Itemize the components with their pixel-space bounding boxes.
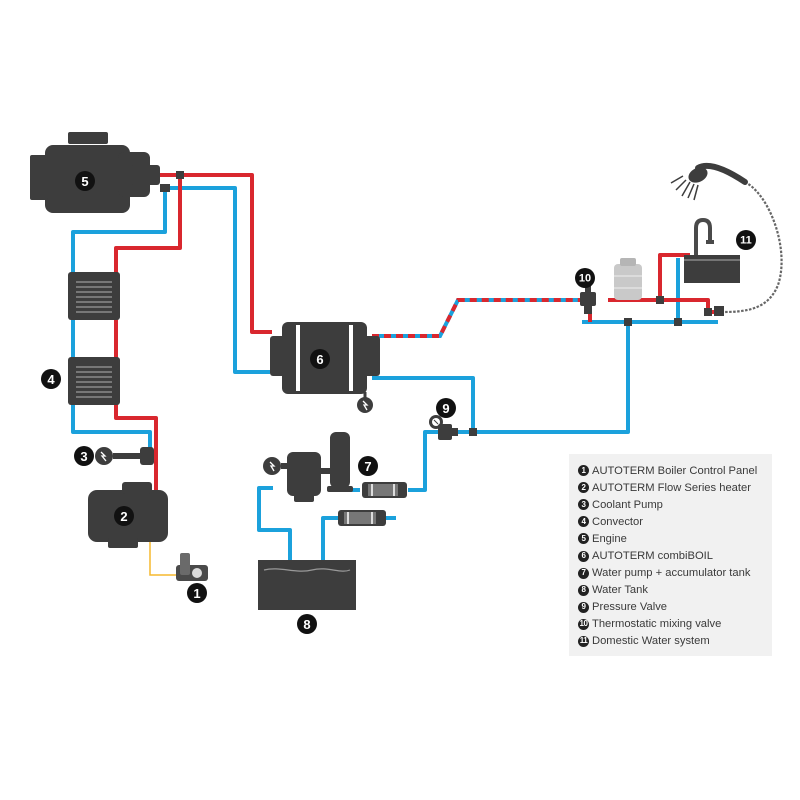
legend-item-3: 3 Coolant Pump <box>578 496 772 513</box>
badge-7: 7 <box>358 456 378 476</box>
legend-number-badge: 10 <box>578 618 589 630</box>
badge-9: 9 <box>436 398 456 418</box>
water-tank <box>258 560 356 610</box>
legend-item-5: 5 Engine <box>578 530 772 547</box>
control-cable <box>138 537 178 576</box>
legend-label: Domestic Water system <box>592 635 710 648</box>
combiboil-pump <box>357 397 373 413</box>
legend-number-badge: 9 <box>578 601 589 613</box>
svg-text:8: 8 <box>303 617 310 632</box>
legend-item-4: 4 Convector <box>578 513 772 530</box>
shower-head <box>670 162 748 201</box>
legend-label: Water pump + accumulator tank <box>592 567 751 580</box>
legend-number-badge: 2 <box>578 482 589 494</box>
svg-text:5: 5 <box>81 174 88 189</box>
legend-item-7: 7 Water pump + accumulator tank <box>578 565 772 582</box>
legend-label: AUTOTERM Boiler Control Panel <box>592 464 758 477</box>
badge-5: 5 <box>75 171 95 191</box>
legend-item-6: 6 AUTOTERM combiBOIL <box>578 547 772 564</box>
coolant-pump <box>95 447 154 465</box>
legend-number-badge: 3 <box>578 499 589 511</box>
legend-label: AUTOTERM Flow Series heater <box>592 481 751 494</box>
legend-item-1: 1 AUTOTERM Boiler Control Panel <box>578 462 772 479</box>
svg-text:9: 9 <box>442 401 449 416</box>
engine <box>30 132 160 213</box>
legend-item-11: 11 Domestic Water system <box>578 633 772 650</box>
pressure-valve <box>429 415 458 440</box>
boiler-control-panel <box>176 553 208 581</box>
legend-label: Coolant Pump <box>592 498 663 511</box>
badge-6: 6 <box>310 349 330 369</box>
badge-2: 2 <box>114 506 134 526</box>
legend-label: Water Tank <box>592 584 648 597</box>
svg-text:1: 1 <box>193 586 200 601</box>
legend-label: Convector <box>592 515 643 528</box>
legend-label: Pressure Valve <box>592 601 668 614</box>
svg-text:10: 10 <box>579 273 591 285</box>
svg-text:7: 7 <box>364 459 371 474</box>
legend-number-badge: 1 <box>578 465 589 477</box>
svg-text:2: 2 <box>120 509 127 524</box>
thermostatic-mixing-valve <box>580 286 596 314</box>
sink-faucet <box>684 217 740 283</box>
convector-upper <box>68 272 120 320</box>
legend-number-badge: 4 <box>578 516 589 528</box>
legend: 1 AUTOTERM Boiler Control Panel 2 AUTOTE… <box>569 454 772 656</box>
legend-number-badge: 7 <box>578 567 589 579</box>
mixed-pipe <box>372 298 582 338</box>
legend-item-8: 8 Water Tank <box>578 582 772 599</box>
shower-hose <box>721 181 783 314</box>
legend-item-9: 9 Pressure Valve <box>578 599 772 616</box>
pipe-tees <box>160 171 724 436</box>
convector-lower <box>68 357 120 405</box>
legend-number-badge: 11 <box>578 635 589 647</box>
legend-label: Engine <box>592 532 627 545</box>
svg-text:11: 11 <box>740 235 752 247</box>
water-pump-accumulator <box>263 432 353 502</box>
legend-label: AUTOTERM combiBOIL <box>592 550 714 563</box>
legend-item-10: 10 Thermostatic mixing valve <box>578 616 772 633</box>
badge-8: 8 <box>297 614 317 634</box>
legend-number-badge: 5 <box>578 533 589 545</box>
svg-text:3: 3 <box>80 449 87 464</box>
badge-10: 10 <box>575 268 595 288</box>
svg-text:4: 4 <box>47 372 55 387</box>
legend-number-badge: 8 <box>578 584 589 596</box>
legend-label: Thermostatic mixing valve <box>592 618 722 631</box>
badge-11: 11 <box>736 230 756 250</box>
svg-text:6: 6 <box>316 352 323 367</box>
badge-4: 4 <box>41 369 61 389</box>
badge-3: 3 <box>74 446 94 466</box>
inline-filter-lower <box>338 510 386 526</box>
badge-1: 1 <box>187 583 207 603</box>
inline-filter-upper <box>362 482 407 498</box>
water-heater <box>614 258 642 300</box>
legend-number-badge: 6 <box>578 550 589 562</box>
legend-item-2: 2 AUTOTERM Flow Series heater <box>578 479 772 496</box>
